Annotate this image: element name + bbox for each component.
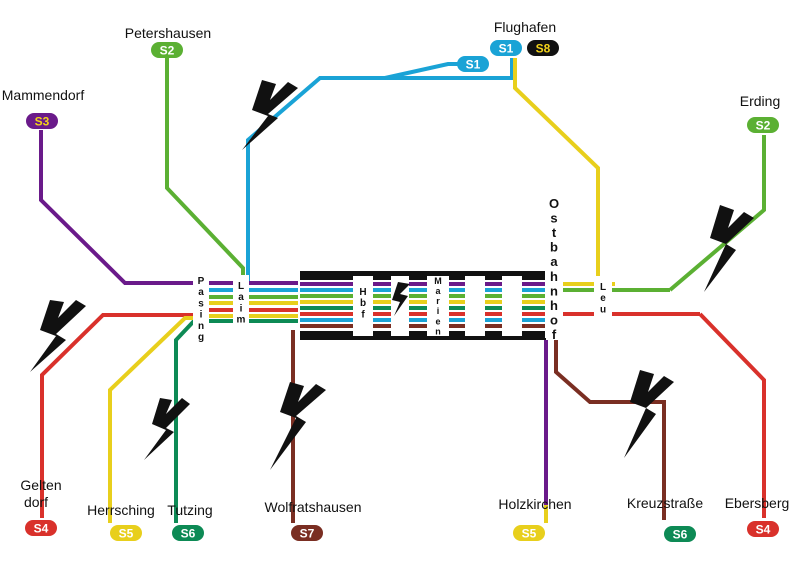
line-s7-kreuzstrasse-branch — [554, 340, 666, 520]
trunk-east — [546, 282, 700, 316]
line-badge-label: S4 — [34, 522, 49, 536]
terminal-erding: Erding — [740, 93, 780, 109]
badge-ebersberg: S4 — [747, 521, 779, 537]
line-s5-herrsching-branch — [108, 316, 200, 523]
terminal-flughafen: Flughafen — [494, 19, 556, 35]
line-badge-label: S8 — [536, 42, 551, 56]
line-s6-tutzing-branch — [174, 320, 200, 523]
lightning-icon — [270, 382, 326, 470]
line-s1-airport-branch — [246, 58, 514, 283]
line-s4-geltendorf-branch — [40, 313, 200, 518]
terminal-ebersberg: Ebersberg — [725, 495, 790, 511]
badge-geltendorf: S4 — [25, 520, 57, 536]
badge-petershausen: S2 — [151, 42, 183, 58]
line-s1-airport-spur — [384, 62, 458, 80]
line-s3-mammendorf-branch — [39, 130, 200, 285]
badge-flughafen-s8: S8 — [527, 40, 559, 56]
lightning-icon — [30, 300, 86, 372]
badge-holzkirchen: S5 — [513, 525, 545, 541]
badge-erding: S2 — [747, 117, 779, 133]
lightning-icon — [624, 370, 674, 458]
terminal-herrsching: Herrsching — [87, 502, 155, 518]
terminal-tutzing: Tutzing — [167, 502, 212, 518]
badge-wolfratshausen: S7 — [291, 525, 323, 541]
line-badge-label: S5 — [522, 527, 537, 541]
line-s4-ebersberg-branch — [698, 312, 766, 518]
terminal-wolfratshausen: Wolfratshausen — [264, 499, 361, 515]
terminal-geltendorf-line2: dorf — [24, 494, 48, 510]
line-badge-label: S2 — [160, 44, 175, 58]
trunk-west — [200, 281, 300, 323]
badge-herrsching: S5 — [110, 525, 142, 541]
line-badge-label: S4 — [756, 523, 771, 537]
line-badge-label: S5 — [119, 527, 134, 541]
lightning-icon — [144, 398, 190, 460]
badge-kreuzstrasse: S6 — [664, 526, 696, 542]
lightning-icon — [704, 205, 754, 292]
svg-text:Leu: Leu — [600, 282, 606, 315]
terminal-geltendorf-line1: Gelten — [20, 477, 61, 493]
line-s2-erding-branch — [668, 135, 766, 292]
trunk-tunnel — [298, 270, 548, 342]
badge-flughafen-s1: S1 — [490, 40, 522, 56]
line-badge-label: S6 — [181, 527, 196, 541]
terminal-mammendorf: Mammendorf — [2, 87, 85, 103]
line-badge-label: S1 — [499, 42, 514, 56]
terminal-kreuzstrasse: Kreuzstraße — [627, 495, 703, 511]
terminal-holzkirchen: Holzkirchen — [498, 496, 571, 512]
line-s8-airport-branch — [513, 58, 600, 284]
line-s2-petershausen-branch — [165, 58, 245, 283]
terminal-petershausen: Petershausen — [125, 25, 211, 41]
badge-mammendorf: S3 — [26, 113, 58, 129]
line-badge-label: S1 — [466, 58, 481, 72]
line-badge-label: S3 — [35, 115, 50, 129]
line-badge-label: S2 — [756, 119, 771, 133]
badge-tutzing: S6 — [172, 525, 204, 541]
disruption-icons — [30, 80, 754, 470]
lightning-icon — [242, 80, 298, 150]
line-badge-label: S6 — [673, 528, 688, 542]
svg-text:Hbf: Hbf — [359, 287, 366, 320]
line-badge-label: S7 — [300, 527, 315, 541]
lightning-icon — [392, 282, 410, 316]
badge-airport-spur-s1: S1 — [457, 56, 489, 72]
